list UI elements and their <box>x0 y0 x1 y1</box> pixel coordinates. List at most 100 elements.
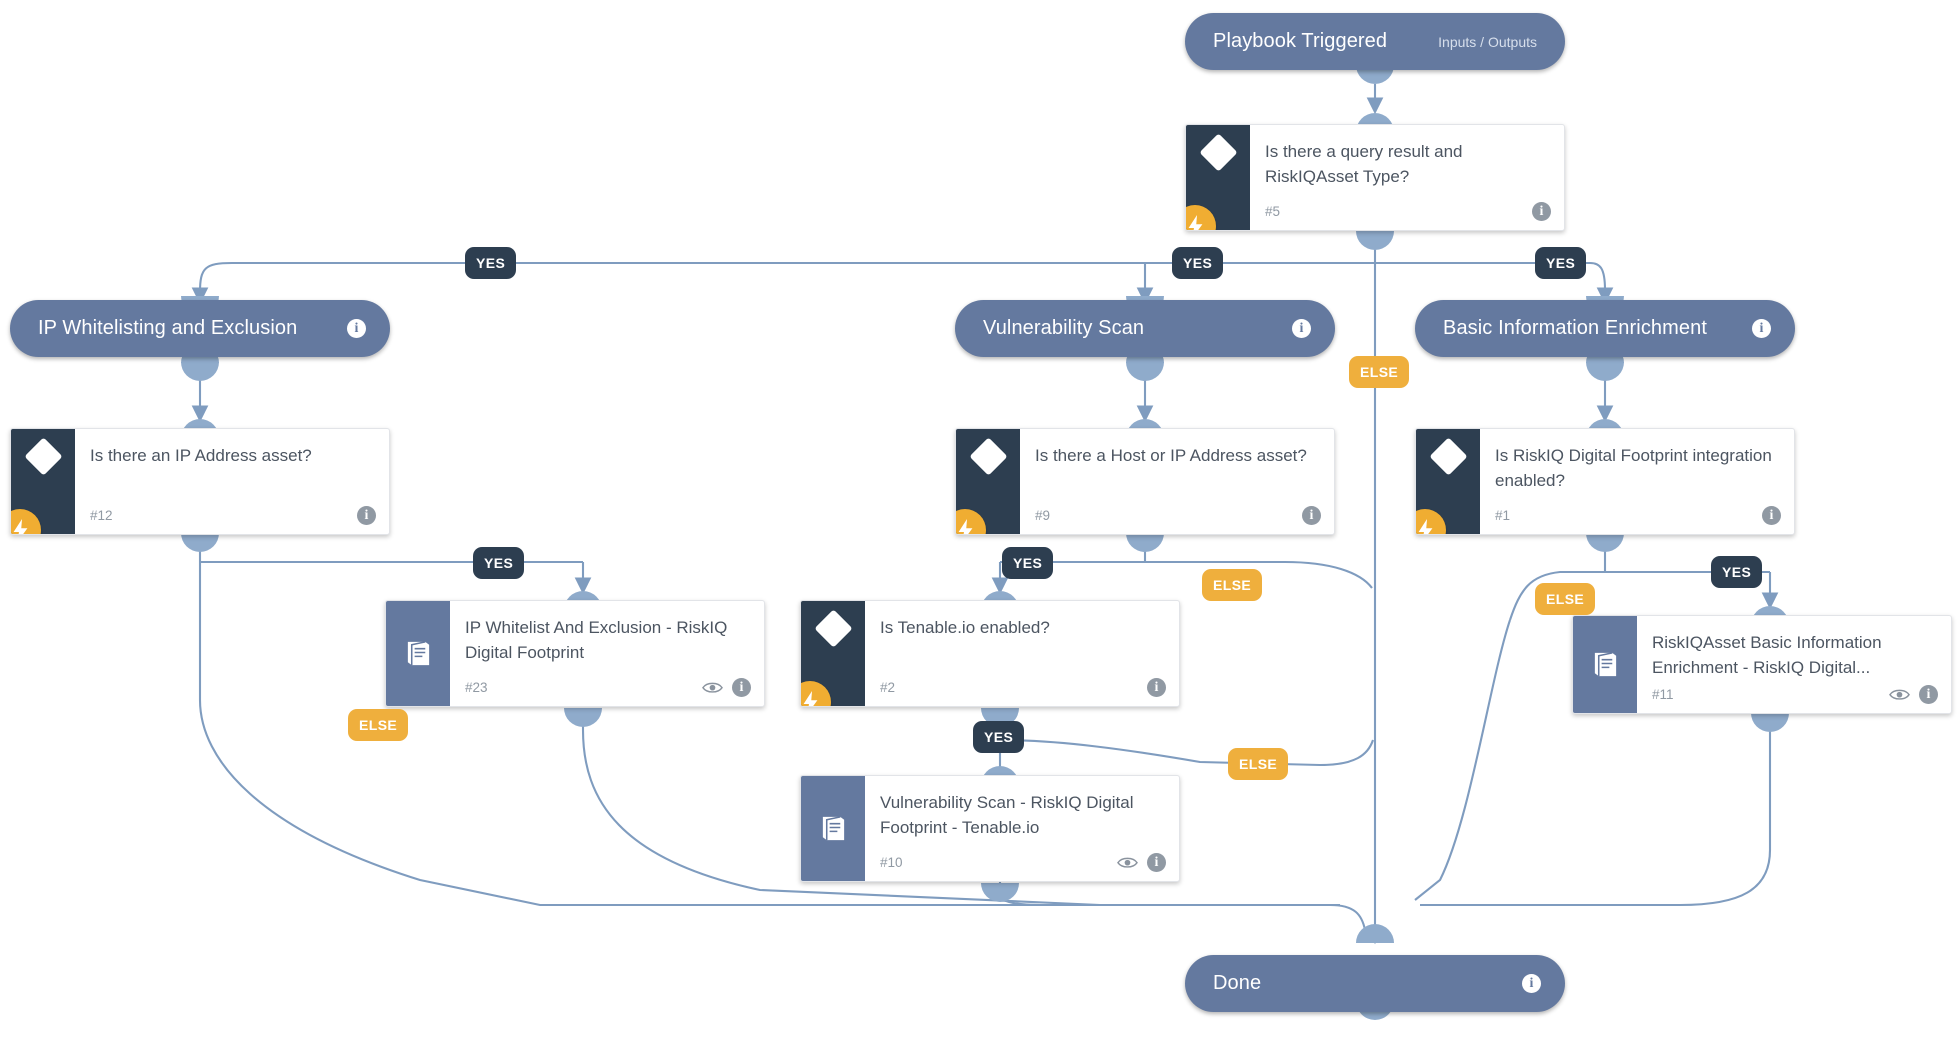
node-number: #1 <box>1495 508 1511 523</box>
connector-stub <box>1126 362 1164 381</box>
eye-icon[interactable] <box>1889 688 1910 702</box>
edge-label-yes-d9[interactable]: YES <box>1002 547 1054 579</box>
diamond-icon <box>1428 437 1468 476</box>
node-label: Done <box>1213 972 1262 994</box>
info-icon[interactable] <box>1752 319 1771 338</box>
connector-stub <box>1586 533 1624 552</box>
node-title: Is there a query result and RiskIQAsset … <box>1265 142 1463 186</box>
node-group-ip-whitelisting[interactable]: IP Whitelisting and Exclusion <box>10 300 390 357</box>
edge-label-else-d12[interactable]: ELSE <box>348 709 409 741</box>
edge-label-else-d9[interactable]: ELSE <box>1202 569 1263 601</box>
node-label: Vulnerability Scan <box>983 317 1145 339</box>
node-decision-5[interactable]: Is there a query result and RiskIQAsset … <box>1185 124 1565 231</box>
card-body: Is Tenable.io enabled? #2 <box>865 601 1179 706</box>
node-number: #10 <box>880 855 903 870</box>
card-footer: #2 <box>880 678 1166 697</box>
playbook-icon-wrap <box>386 601 450 706</box>
node-group-vulnerability-scan[interactable]: Vulnerability Scan <box>955 300 1335 357</box>
card-body: IP Whitelist And Exclusion - RiskIQ Digi… <box>450 601 764 706</box>
node-title: Vulnerability Scan - RiskIQ Digital Foot… <box>880 793 1134 837</box>
edge-label-yes-right[interactable]: YES <box>1535 247 1587 279</box>
node-playbook-23[interactable]: IP Whitelist And Exclusion - RiskIQ Digi… <box>385 600 765 707</box>
info-icon[interactable] <box>347 319 366 338</box>
info-icon[interactable] <box>1302 506 1321 525</box>
playbook-icon-wrap <box>1573 616 1637 713</box>
node-label: Playbook Triggered <box>1213 30 1388 52</box>
connector-stub <box>564 708 602 727</box>
node-number: #2 <box>880 680 896 695</box>
decision-icon-wrap <box>801 601 865 706</box>
node-number: #11 <box>1652 687 1674 702</box>
eye-icon[interactable] <box>702 681 723 695</box>
eye-icon[interactable] <box>1117 856 1138 870</box>
diamond-icon <box>23 437 63 476</box>
diamond-icon <box>968 437 1008 476</box>
card-body: RiskIQAsset Basic Information Enrichment… <box>1637 616 1951 713</box>
inputs-outputs-link[interactable]: Inputs / Outputs <box>1438 33 1537 50</box>
card-footer: #9 <box>1035 506 1321 525</box>
card-footer: #11 <box>1652 685 1938 704</box>
node-playbook-triggered[interactable]: Playbook Triggered Inputs / Outputs <box>1185 13 1565 70</box>
node-number: #5 <box>1265 204 1281 219</box>
card-footer: #5 <box>1265 202 1551 221</box>
node-number: #23 <box>465 680 488 695</box>
lightning-bolt-icon <box>11 509 41 534</box>
node-group-basic-info-enrichment[interactable]: Basic Information Enrichment <box>1415 300 1795 357</box>
info-icon[interactable] <box>357 506 376 525</box>
node-decision-2[interactable]: Is Tenable.io enabled? #2 <box>800 600 1180 707</box>
edge-label-yes-left[interactable]: YES <box>465 247 517 279</box>
info-icon[interactable] <box>1762 506 1781 525</box>
diamond-icon <box>1198 133 1238 172</box>
info-icon[interactable] <box>1147 853 1166 872</box>
card-footer: #1 <box>1495 506 1781 525</box>
lightning-bolt-icon <box>956 509 986 534</box>
card-body: Is there an IP Address asset? #12 <box>75 429 389 534</box>
edge-label-yes-d12[interactable]: YES <box>473 547 525 579</box>
connector-stub <box>1126 533 1164 552</box>
node-label: Basic Information Enrichment <box>1443 317 1708 339</box>
book-icon <box>1594 652 1616 677</box>
node-label: IP Whitelisting and Exclusion <box>38 317 298 339</box>
decision-icon-wrap <box>1416 429 1480 534</box>
connector-stub <box>181 362 219 381</box>
decision-icon-wrap <box>11 429 75 534</box>
node-title: Is there a Host or IP Address asset? <box>1035 446 1307 465</box>
book-icon <box>822 816 844 841</box>
node-playbook-10[interactable]: Vulnerability Scan - RiskIQ Digital Foot… <box>800 775 1180 882</box>
node-number: #12 <box>90 508 113 523</box>
info-icon[interactable] <box>732 678 751 697</box>
connector-stub <box>181 533 219 552</box>
info-icon[interactable] <box>1532 202 1551 221</box>
card-footer: #23 <box>465 678 751 697</box>
info-icon[interactable] <box>1919 685 1938 704</box>
node-title: RiskIQAsset Basic Information Enrichment… <box>1652 633 1882 677</box>
node-title: Is there an IP Address asset? <box>90 446 312 465</box>
edge-label-yes-d1[interactable]: YES <box>1711 556 1763 588</box>
info-icon[interactable] <box>1522 974 1541 993</box>
node-decision-12[interactable]: Is there an IP Address asset? #12 <box>10 428 390 535</box>
node-done[interactable]: Done <box>1185 955 1565 1012</box>
node-playbook-11[interactable]: RiskIQAsset Basic Information Enrichment… <box>1572 615 1952 714</box>
node-decision-1[interactable]: Is RiskIQ Digital Footprint integration … <box>1415 428 1795 535</box>
decision-icon-wrap <box>1186 125 1250 230</box>
info-icon[interactable] <box>1292 319 1311 338</box>
edge-label-else-d1[interactable]: ELSE <box>1535 583 1596 615</box>
lightning-bolt-icon <box>1186 205 1216 230</box>
info-icon[interactable] <box>1147 678 1166 697</box>
node-decision-9[interactable]: Is there a Host or IP Address asset? #9 <box>955 428 1335 535</box>
connector-stub <box>1751 713 1789 732</box>
card-body: Is there a query result and RiskIQAsset … <box>1250 125 1564 230</box>
connector-stub <box>1356 231 1394 250</box>
edge-label-yes-center[interactable]: YES <box>1172 247 1224 279</box>
card-body: Is there a Host or IP Address asset? #9 <box>1020 429 1334 534</box>
lightning-bolt-icon <box>801 681 831 706</box>
edge-label-else-d2[interactable]: ELSE <box>1228 748 1289 780</box>
diamond-icon <box>813 609 853 648</box>
node-title: Is RiskIQ Digital Footprint integration … <box>1495 446 1772 490</box>
connector-stub <box>1586 362 1624 381</box>
connector-stub <box>981 883 1019 902</box>
edge-label-else-top[interactable]: ELSE <box>1349 356 1410 388</box>
edge-label-yes-d2[interactable]: YES <box>973 721 1025 753</box>
playbook-icon-wrap <box>801 776 865 881</box>
